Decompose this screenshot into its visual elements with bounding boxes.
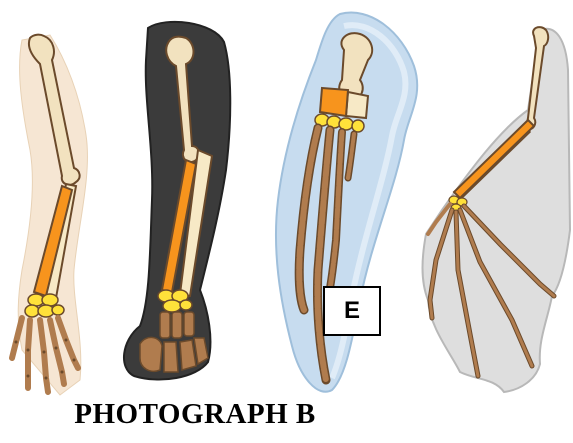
whale-radius <box>320 88 348 116</box>
bat-wing <box>423 27 571 392</box>
cat-foreleg <box>124 22 230 380</box>
label-box-e: E <box>323 286 381 336</box>
figure-caption: PHOTOGRAPH B <box>0 398 390 431</box>
whale-ulna <box>346 92 368 118</box>
human-arm <box>12 35 87 395</box>
cat-carpals <box>158 290 192 312</box>
